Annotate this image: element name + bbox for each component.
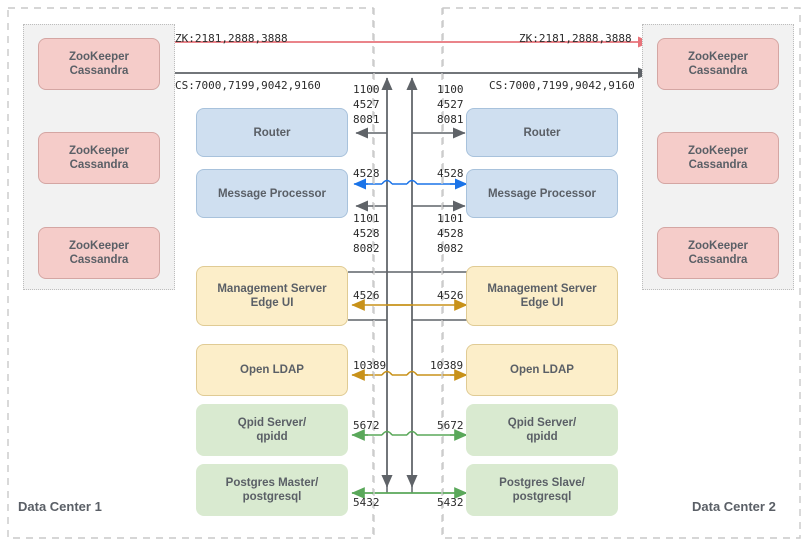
dc1-label: Data Center 1	[18, 499, 102, 514]
node-qpid-server-dc2[interactable]: Qpid Server/ qpidd	[466, 404, 618, 456]
ms-port-label-right: 4526	[437, 289, 464, 302]
node-label-line2: qpidd	[256, 431, 288, 443]
node-label-line1: Qpid Server/	[237, 417, 307, 429]
node-zookeeper-cassandra-2-dc2[interactable]: ZooKeeper Cassandra	[657, 132, 779, 184]
node-label: Router	[253, 126, 291, 139]
qpid-green-jump-right	[406, 430, 418, 436]
node-zookeeper-cassandra-1-dc2[interactable]: ZooKeeper Cassandra	[657, 38, 779, 90]
zk-ports-label-right: ZK:2181,2888,3888	[519, 32, 632, 45]
node-label-line2: Cassandra	[69, 159, 129, 171]
node-label-line2: Edge UI	[520, 297, 564, 309]
ms-port-label-left: 4526	[353, 289, 380, 302]
ldap-gold-jump-left	[381, 370, 393, 376]
ldap-gold-jump-right	[406, 370, 418, 376]
cs-ports-label-right: CS:7000,7199,9042,9160	[489, 79, 635, 92]
node-label-line1: Management Server	[487, 283, 597, 295]
node-label-line2: Edge UI	[250, 297, 294, 309]
mp-ports-right-2: 4528	[437, 227, 464, 240]
router-ports-left-2: 4527	[353, 98, 380, 111]
node-label: Message Processor	[487, 187, 597, 200]
ldap-port-label-right: 10389	[430, 359, 464, 372]
node-label-line1: Management Server	[217, 283, 327, 295]
node-label-line2: qpidd	[526, 431, 558, 443]
node-label-line1: ZooKeeper	[68, 145, 130, 157]
mp-blue-label-right: 4528	[437, 167, 464, 180]
qpid-port-label-right: 5672	[437, 419, 464, 432]
node-label-line2: postgresql	[512, 491, 572, 503]
node-label: Message Processor	[217, 187, 327, 200]
mp-ports-left-1: 1101	[353, 212, 380, 225]
node-router-dc1[interactable]: Router	[196, 108, 348, 157]
node-label-line2: Cassandra	[69, 254, 129, 266]
node-label-line2: Cassandra	[688, 254, 748, 266]
node-management-server-dc1[interactable]: Management Server Edge UI	[196, 266, 348, 326]
router-ports-left-3: 8081	[353, 113, 380, 126]
mp-blue-label-left: 4528	[353, 167, 380, 180]
node-zookeeper-cassandra-1-dc1[interactable]: ZooKeeper Cassandra	[38, 38, 160, 90]
node-label: Open LDAP	[240, 364, 304, 376]
node-open-ldap-dc2[interactable]: Open LDAP	[466, 344, 618, 396]
zk-ports-label-left: ZK:2181,2888,3888	[175, 32, 288, 45]
node-router-dc2[interactable]: Router	[466, 108, 618, 157]
node-label: Open LDAP	[510, 364, 574, 376]
node-management-server-dc2[interactable]: Management Server Edge UI	[466, 266, 618, 326]
node-label-line1: Postgres Master/	[225, 477, 319, 489]
node-label-line2: Cassandra	[688, 65, 748, 77]
router-ports-right-3: 8081	[437, 113, 464, 126]
qpid-port-label-left: 5672	[353, 419, 380, 432]
qpid-green-jump-left	[381, 430, 393, 436]
mp-ports-right-3: 8082	[437, 242, 464, 255]
node-label-line2: Cassandra	[69, 65, 129, 77]
node-label-line1: ZooKeeper	[68, 240, 130, 252]
node-label-line1: Postgres Slave/	[499, 477, 585, 489]
dc1-boundary	[7, 7, 374, 539]
node-postgres-slave-dc2[interactable]: Postgres Slave/ postgresql	[466, 464, 618, 516]
pg-port-label-left: 5432	[353, 496, 380, 509]
node-label-line1: Qpid Server/	[507, 417, 577, 429]
node-label-line1: ZooKeeper	[68, 51, 130, 63]
node-message-processor-dc1[interactable]: Message Processor	[196, 169, 348, 218]
node-postgres-master-dc1[interactable]: Postgres Master/ postgresql	[196, 464, 348, 516]
mp-blue-jump-left	[381, 179, 393, 185]
node-label-line1: ZooKeeper	[687, 51, 749, 63]
mp-ports-left-2: 4528	[353, 227, 380, 240]
mp-blue-jump-right	[406, 179, 418, 185]
node-zookeeper-cassandra-3-dc1[interactable]: ZooKeeper Cassandra	[38, 227, 160, 279]
node-open-ldap-dc1[interactable]: Open LDAP	[196, 344, 348, 396]
node-qpid-server-dc1[interactable]: Qpid Server/ qpidd	[196, 404, 348, 456]
dc2-label: Data Center 2	[692, 499, 776, 514]
dc2-boundary	[442, 7, 801, 539]
node-label-line1: ZooKeeper	[687, 240, 749, 252]
node-label-line2: postgresql	[242, 491, 302, 503]
router-ports-right-2: 4527	[437, 98, 464, 111]
node-zookeeper-cassandra-3-dc2[interactable]: ZooKeeper Cassandra	[657, 227, 779, 279]
ldap-port-label-left: 10389	[353, 359, 387, 372]
node-label-line1: ZooKeeper	[687, 145, 749, 157]
pg-port-label-right: 5432	[437, 496, 464, 509]
mp-ports-right-1: 1101	[437, 212, 464, 225]
router-ports-left-1: 1100	[353, 83, 380, 96]
node-zookeeper-cassandra-2-dc1[interactable]: ZooKeeper Cassandra	[38, 132, 160, 184]
mp-ports-left-3: 8082	[353, 242, 380, 255]
node-label-line2: Cassandra	[688, 159, 748, 171]
cs-ports-label-left: CS:7000,7199,9042,9160	[175, 79, 321, 92]
node-label: Router	[523, 126, 561, 139]
router-ports-right-1: 1100	[437, 83, 464, 96]
node-message-processor-dc2[interactable]: Message Processor	[466, 169, 618, 218]
